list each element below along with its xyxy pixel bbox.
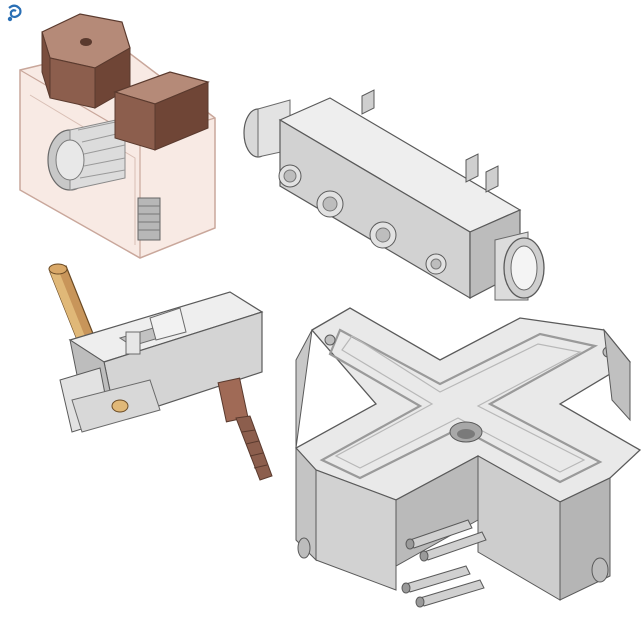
hose-fittings: [401, 519, 487, 608]
ribbed-shaft: [47, 117, 126, 191]
transparent-block-with-copper-electrodes: [19, 13, 216, 259]
port-holes: [278, 164, 447, 275]
copper-square-electrode: [113, 71, 210, 151]
copper-threaded-pin: [217, 377, 273, 481]
cross-shaped-cooling-plate: [294, 307, 642, 608]
manifold-bar-with-ports: [243, 89, 545, 301]
clamp-block-with-pins: [48, 263, 273, 481]
swirl-logo-icon: [7, 4, 22, 22]
threaded-pin: [137, 197, 161, 241]
